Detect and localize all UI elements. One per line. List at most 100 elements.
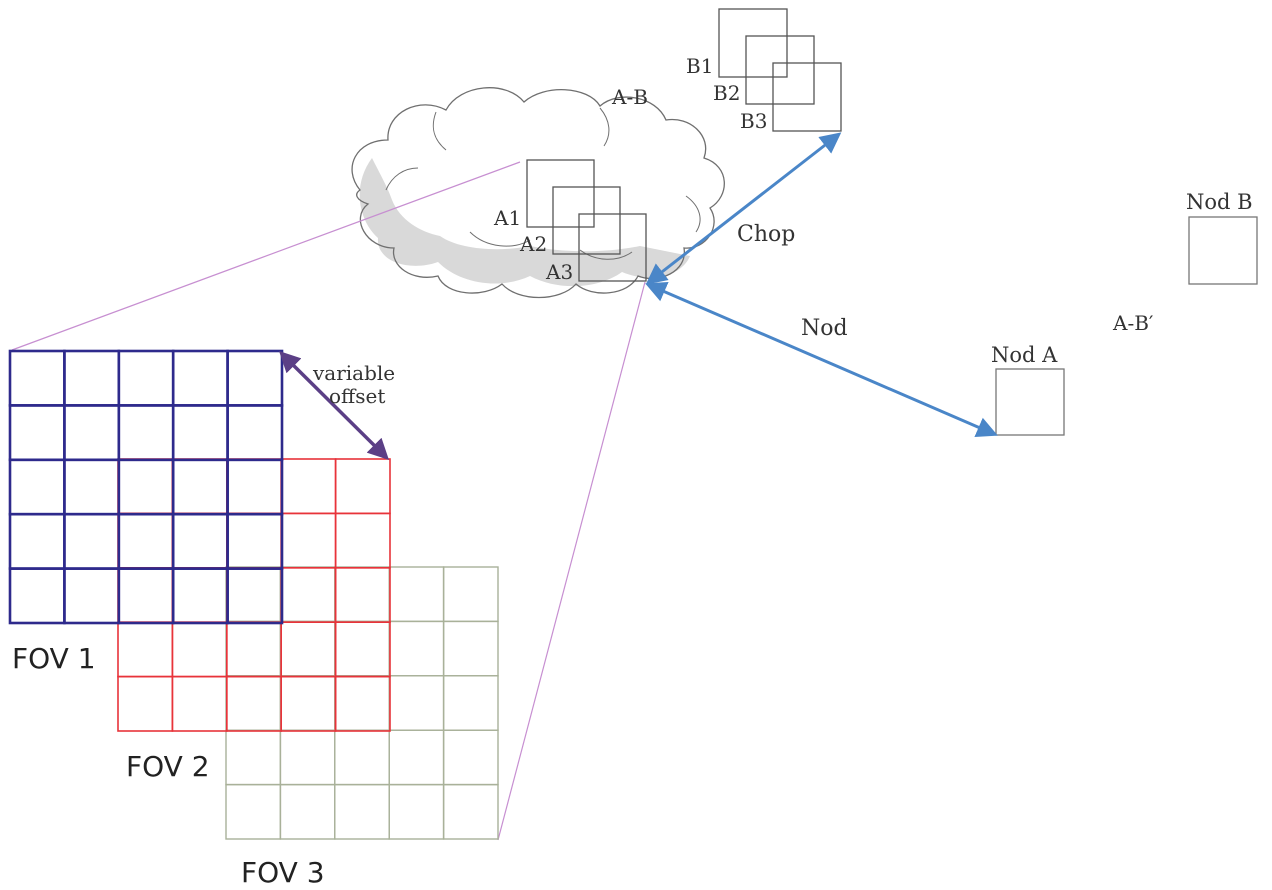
fov1-cell [63, 404, 121, 462]
offset-arrow [279, 351, 389, 460]
fov2-grid [117, 458, 391, 732]
square-nod-b [1188, 216, 1258, 285]
fov3-cell [279, 729, 336, 786]
fov2-cell [334, 458, 391, 515]
fov3-cell [334, 729, 390, 786]
fov3-cell [442, 675, 499, 731]
label-b1: B1 [686, 54, 713, 78]
fov3-cell [442, 783, 499, 840]
fov3-cell [279, 675, 336, 731]
fov3-cell [334, 620, 390, 677]
fov2-cell [171, 566, 228, 623]
square-b1 [718, 8, 788, 78]
fov1-cell [8, 349, 66, 407]
fov1-cell [226, 458, 284, 516]
fov3-cell [225, 620, 282, 677]
fov3-cell [279, 566, 336, 623]
fov1-cell [8, 458, 66, 516]
fov1-cell [171, 349, 229, 407]
fov2-cell [334, 566, 391, 623]
fov1-cell [226, 404, 284, 462]
fov3-cell [388, 620, 445, 677]
label-a-minus-b: A-B [611, 85, 648, 109]
label-b3: B3 [740, 109, 767, 133]
fov2-cell [171, 458, 228, 515]
label-fov1: FOV 1 [12, 642, 96, 675]
fov2-cell [226, 621, 283, 678]
fov2-cell [117, 458, 174, 515]
square-a1 [526, 159, 595, 228]
fov2-cell [117, 675, 174, 732]
fov1-cell [117, 512, 175, 570]
label-b2: B2 [713, 81, 740, 105]
label-nod-a: Nod A [991, 343, 1058, 367]
fov3-cell [442, 620, 499, 677]
fov2-cell [226, 512, 283, 569]
fov2-cell [171, 512, 228, 569]
label-a2: A2 [519, 232, 547, 256]
fov2-cell [280, 621, 337, 678]
fov1-cell [117, 458, 175, 516]
square-b2 [745, 35, 815, 105]
fov1-cell [8, 512, 66, 570]
fov2-cell [334, 621, 391, 678]
fov2-cell [226, 566, 283, 623]
fov3-cell [334, 675, 390, 731]
fov1-cell [117, 349, 175, 407]
cloud-shadow [359, 158, 690, 287]
fov2-cell [117, 512, 174, 569]
label-variable: variable [312, 361, 395, 385]
fov1-cell [171, 458, 229, 516]
label-fov2: FOV 2 [126, 750, 210, 783]
fov1-cell [63, 349, 121, 407]
square-b3 [772, 62, 842, 132]
fov3-cell [334, 783, 390, 840]
chop-arrow [645, 132, 842, 285]
fov2-cell [334, 675, 391, 732]
fov3-cell [279, 620, 336, 677]
fov2-cell [280, 512, 337, 569]
fov3-cell [388, 729, 445, 786]
fov1-cell [226, 567, 284, 625]
fov1-cell [8, 567, 66, 625]
square-a2 [552, 186, 621, 255]
fov3-cell [225, 729, 282, 786]
label-a3: A3 [545, 260, 573, 284]
fov1-cell [117, 567, 175, 625]
label-chop: Chop [737, 222, 795, 247]
fov2-cell [171, 621, 228, 678]
fov3-cell [388, 783, 445, 840]
fov1-cell [171, 404, 229, 462]
fov1-cell [226, 349, 284, 407]
fov2-cell [171, 675, 228, 732]
fov2-cell [226, 675, 283, 732]
fov1-cell [63, 512, 121, 570]
fov2-cell [280, 675, 337, 732]
fov1-cell [117, 404, 175, 462]
fov2-cell [334, 512, 391, 569]
fov1-cell [226, 512, 284, 570]
fov3-cell [334, 566, 390, 623]
fov1-cell [8, 404, 66, 462]
label-nod-b: Nod B [1186, 190, 1253, 214]
fov3-cell [225, 566, 282, 623]
label-a-minus-b-prime: A-B′ [1112, 311, 1154, 335]
fov2-cell [226, 458, 283, 515]
fov2-cell [280, 566, 337, 623]
zoom-lines [11, 161, 646, 841]
fov3-cell [388, 675, 445, 731]
b-squares [718, 8, 842, 132]
square-nod-a [995, 368, 1065, 436]
label-offset: offset [329, 384, 385, 408]
fov1-grid [8, 349, 284, 625]
fov3-cell [279, 783, 336, 840]
fov3-cell [442, 566, 499, 623]
fov2-cell [117, 566, 174, 623]
fov2-cell [117, 621, 174, 678]
fov3-cell [225, 783, 282, 840]
fov2-cell [280, 458, 337, 515]
nod-arrow [645, 282, 998, 437]
fov3-grid [225, 566, 499, 840]
fov1-cell [63, 567, 121, 625]
